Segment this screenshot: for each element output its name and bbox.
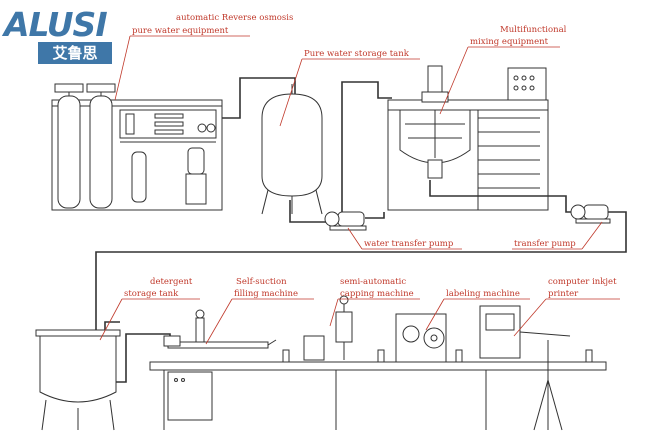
label-reverse-osmosis-1: automatic Reverse osmosis: [176, 13, 293, 23]
storage-tank-body: [261, 93, 323, 197]
ro-filter-tank-1: [57, 95, 81, 209]
label-water-pump: water transfer pump: [364, 239, 454, 249]
label-reverse-osmosis-2: pure water equipment: [132, 26, 229, 36]
water-transfer-pump: [324, 211, 367, 231]
brand-name: ALUSI: [1, 5, 107, 44]
pipe-tank-to-pump: [289, 200, 328, 223]
label-printer-1: computer inkjet: [548, 277, 617, 287]
printer-screen: [485, 313, 515, 331]
ro-filter-tank-2: [89, 95, 113, 209]
pipe-ro-to-tank: [222, 77, 296, 119]
pipe-mixer-to-pump: [429, 180, 576, 213]
mixer-control-box: [507, 67, 547, 101]
label-mixer-2: mixing equipment: [470, 37, 549, 47]
filler-cabinet: [167, 371, 213, 421]
mixing-equipment: [387, 65, 549, 211]
label-labeling: labeling machine: [446, 289, 520, 299]
label-detergent-1: detergent: [150, 277, 193, 287]
detergent-storage-tank: [35, 329, 121, 431]
pure-water-storage-tank: [261, 84, 323, 215]
pipes: [95, 77, 627, 383]
brand-logo: ALUSI 艾鲁思: [1, 5, 112, 64]
ro-gauge-1: [197, 123, 207, 133]
ro-frame: [51, 99, 223, 211]
label-storage-tank: Pure water storage tank: [304, 49, 410, 59]
label-transfer-pump: transfer pump: [514, 239, 576, 249]
detergent-tank-body: [39, 335, 117, 403]
filling-machine: [163, 309, 277, 349]
label-capping-2: capping machine: [340, 289, 414, 299]
mixer-motor: [427, 65, 443, 93]
label-mixer-1: Multifunctional: [500, 25, 567, 35]
brand-chinese-box: [38, 42, 112, 64]
label-capping-1: semi-automatic: [340, 277, 406, 287]
mixer-frame: [387, 99, 549, 211]
label-printer-2: printer: [548, 289, 579, 299]
pipe-pump-to-mixer-b: [341, 81, 392, 218]
label-filling-1: Self-suction: [236, 277, 287, 287]
conveyor-table: [149, 361, 607, 430]
capping-machine: [303, 295, 353, 361]
labeling-machine: [395, 313, 447, 363]
inkjet-printer: [479, 305, 571, 431]
pipe-detergent-to-filler: [116, 333, 171, 383]
label-filling-2: filling machine: [234, 289, 298, 299]
reverse-osmosis-equipment: [51, 83, 223, 211]
pipe-pump-to-detergent: [95, 211, 627, 334]
bottles: [282, 349, 593, 363]
labels: automatic Reverse osmosis pure water equ…: [99, 13, 620, 345]
ro-gauge-2: [206, 123, 216, 133]
label-detergent-2: storage tank: [124, 289, 179, 299]
ro-water-bottle: [187, 147, 205, 175]
pipe-pump-to-mixer-a: [365, 212, 385, 219]
brand-chinese-name: 艾鲁思: [52, 44, 97, 62]
transfer-pump: [570, 204, 611, 224]
ro-membrane-housing: [131, 151, 147, 203]
